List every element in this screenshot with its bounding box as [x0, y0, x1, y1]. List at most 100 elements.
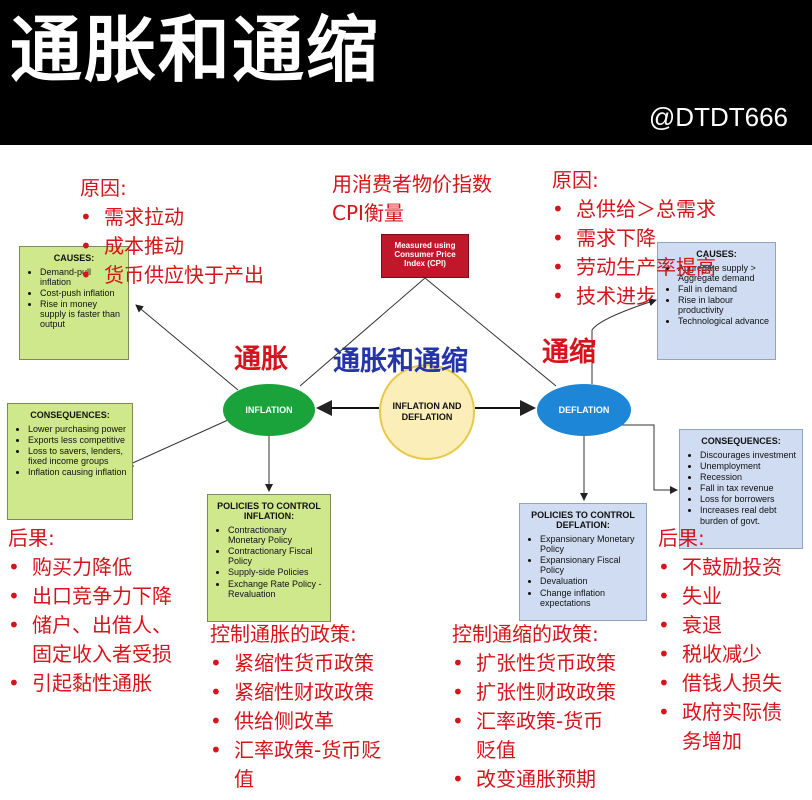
- annotation-item: 政府实际债: [682, 700, 782, 724]
- box-list: Contractionary Monetary Policy Contracti…: [208, 525, 330, 599]
- bullet: •: [210, 680, 222, 704]
- list-item: Devaluation: [540, 576, 642, 586]
- deflation-node: DEFLATION: [537, 384, 631, 436]
- cpi-line: Consumer Price: [394, 250, 456, 260]
- annotation-item: 扩张性财政政策: [476, 680, 616, 704]
- annotation-item: 值: [234, 767, 254, 791]
- annotation-item: 出口竞争力下降: [32, 584, 172, 608]
- annotation-item: 汇率政策-货币贬: [234, 738, 382, 762]
- cpi-note: 用消费者物价指数 CPI衡量: [332, 170, 492, 228]
- list-item: Aggregate supply > Aggregate demand: [678, 263, 771, 283]
- bullet: •: [8, 584, 20, 608]
- list-item: Discourages investment: [700, 450, 798, 460]
- inflation-policies-cn: 控制通胀的政策: •紧缩性货币政策 •紧缩性财政政策 •供给侧改革 •汇率政策-…: [210, 620, 381, 794]
- inflation-node: INFLATION: [223, 384, 315, 436]
- arrow-inflation-causes: [135, 304, 239, 391]
- list-item: Loss for borrowers: [700, 494, 798, 504]
- list-item: Loss to savers, lenders, fixed income gr…: [28, 446, 128, 466]
- bullet: •: [210, 709, 222, 733]
- arrow-inflation-consequences: [125, 419, 229, 467]
- annotation-item: 紧缩性货币政策: [234, 651, 374, 675]
- annotation-item: 总供给＞总需求: [576, 197, 716, 221]
- annotation-item: 购买力降低: [32, 555, 132, 579]
- list-item: Contractionary Fiscal Policy: [228, 546, 326, 566]
- bullet: •: [452, 767, 464, 791]
- annotation-item: 成本推动: [104, 234, 184, 258]
- list-item: Unemployment: [700, 461, 798, 471]
- list-item: Expansionary Monetary Policy: [540, 534, 642, 554]
- header-banner: 通胀和通缩 @DTDT666: [0, 0, 812, 145]
- annotation-item: 劳动生产率提高: [576, 255, 716, 279]
- bullet: •: [8, 671, 20, 695]
- deflation-causes-cn: 原因: •总供给＞总需求 •需求下降 •劳动生产率提高 •技术进步: [552, 166, 716, 311]
- list-item: Fall in demand: [678, 284, 771, 294]
- bullet: •: [452, 709, 464, 733]
- annotation-title: 后果:: [658, 526, 705, 550]
- annotation-item: 紧缩性财政政策: [234, 680, 374, 704]
- annotation-item: 贬值: [476, 738, 516, 762]
- list-item: Inflation causing inflation: [28, 467, 128, 477]
- list-item: Demand-pull inflation: [40, 267, 124, 287]
- label-deflation-cn: 通缩: [542, 337, 596, 368]
- annotation-item: 供给侧改革: [234, 709, 334, 733]
- list-item: Increases real debt burden of govt.: [700, 505, 798, 525]
- inflation-causes-box: CAUSES: Demand-pull inflation Cost-push …: [19, 246, 129, 360]
- line-inflation-cpi: [299, 277, 426, 387]
- annotation-item: 需求下降: [576, 226, 656, 250]
- box-list: Demand-pull inflation Cost-push inflatio…: [20, 267, 128, 329]
- arrow-deflation-consequences: [621, 424, 678, 494]
- box-list: Expansionary Monetary Policy Expansionar…: [520, 534, 646, 608]
- annotation-title: 原因:: [80, 176, 127, 200]
- bullet: •: [8, 613, 20, 637]
- annotation-item: 改变通胀预期: [476, 767, 596, 791]
- annotation-item: 扩张性货币政策: [476, 651, 616, 675]
- box-title: POLICIES TO CONTROL INFLATION:: [217, 501, 321, 522]
- page-title: 通胀和通缩: [10, 8, 381, 92]
- center-node: INFLATION AND DEFLATION: [379, 364, 475, 460]
- annotation-item: 储户、出借人、: [32, 613, 172, 637]
- annotation-item: 技术进步: [576, 284, 656, 308]
- list-item: Cost-push inflation: [40, 288, 124, 298]
- bullet: •: [658, 642, 670, 666]
- annotation-item: 货币供应快于产出: [104, 263, 264, 287]
- list-item: Exports less competitive: [28, 435, 128, 445]
- annotation-title: 控制通缩的政策:: [452, 622, 599, 646]
- line-deflation-cpi: [424, 277, 557, 387]
- bullet: •: [552, 255, 564, 279]
- bullet: •: [8, 555, 20, 579]
- annotation-item: 税收减少: [682, 642, 762, 666]
- annotation-item: 失业: [682, 584, 722, 608]
- annotation-item: 借钱人损失: [682, 671, 782, 695]
- list-item: Rise in money supply is faster than outp…: [40, 299, 124, 329]
- bullet: •: [210, 651, 222, 675]
- bullet: •: [80, 263, 92, 287]
- box-title: CONSEQUENCES:: [30, 410, 110, 420]
- deflation-consequences-box: CONSEQUENCES: Discourages investment Une…: [679, 429, 803, 549]
- inflation-consequences-box: CONSEQUENCES: Lower purchasing power Exp…: [7, 403, 133, 520]
- label-inflation-cn: 通胀: [234, 344, 288, 375]
- list-item: Change inflation expectations: [540, 588, 642, 608]
- bullet: •: [658, 671, 670, 695]
- annotation-item: 引起黏性通胀: [32, 671, 152, 695]
- box-list: Discourages investment Unemployment Rece…: [680, 450, 802, 526]
- list-item: Rise in labour productivity: [678, 295, 771, 315]
- bullet: •: [658, 613, 670, 637]
- annotation-title: 后果:: [8, 526, 55, 550]
- annotation-item: 衰退: [682, 613, 722, 637]
- bullet: •: [210, 738, 222, 762]
- box-title: CAUSES:: [696, 249, 737, 259]
- bullet: •: [552, 226, 564, 250]
- bullet: •: [452, 651, 464, 675]
- annotation-item: 务增加: [682, 729, 742, 753]
- bullet: •: [658, 555, 670, 579]
- center-line: DEFLATION: [401, 412, 453, 422]
- box-title: CAUSES:: [53, 253, 95, 263]
- deflation-effects-cn: 后果: •不鼓励投资 •失业 •衰退 •税收减少 •借钱人损失 •政府实际债 务…: [658, 524, 782, 756]
- annotation-item: 不鼓励投资: [682, 555, 782, 579]
- inflation-policies-box: POLICIES TO CONTROL INFLATION: Contracti…: [207, 494, 331, 622]
- bullet: •: [658, 584, 670, 608]
- list-item: Supply-side Policies: [228, 567, 326, 577]
- box-list: Lower purchasing power Exports less comp…: [8, 424, 132, 477]
- label-center-cn: 通胀和通缩: [333, 346, 468, 377]
